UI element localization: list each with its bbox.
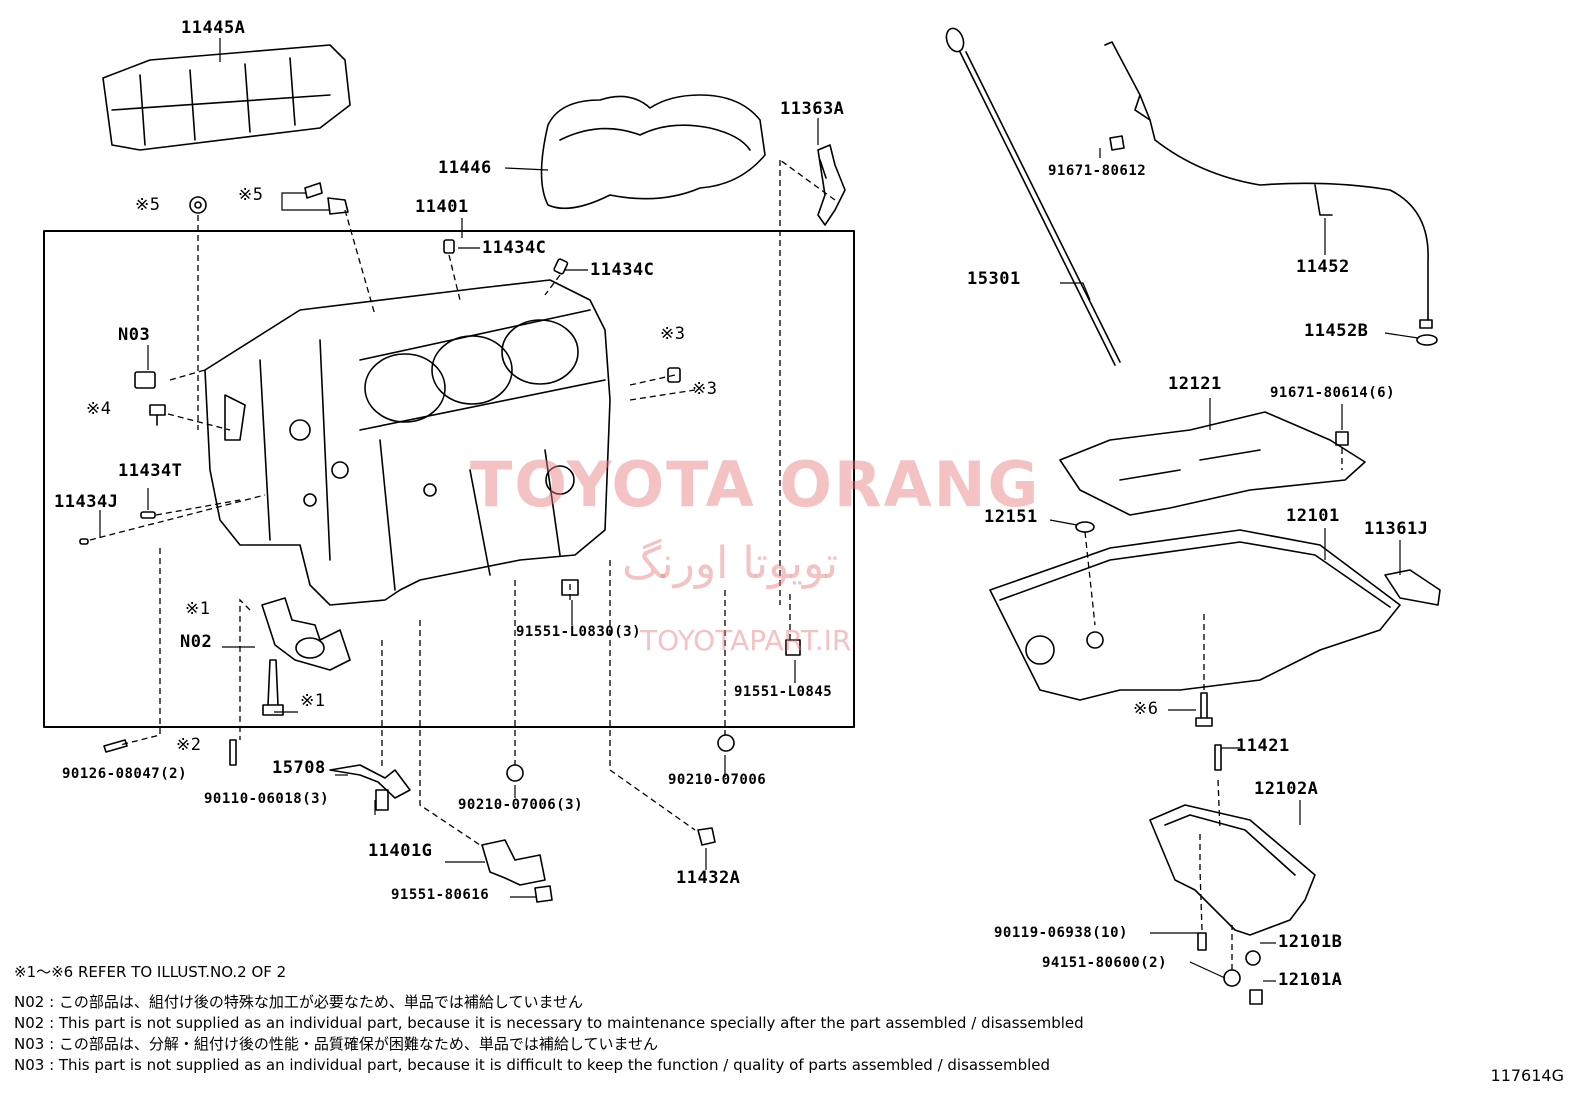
label-n03: N03 bbox=[118, 325, 151, 345]
bolt-91551-80616-shape bbox=[534, 885, 553, 903]
label-ref5-fitting: ※5 bbox=[238, 185, 264, 205]
label-15708: 15708 bbox=[272, 758, 326, 778]
label-11401: 11401 bbox=[415, 197, 469, 217]
baffle-12121-shape bbox=[1059, 411, 1366, 516]
bolt-ref6-shape bbox=[1195, 692, 1213, 727]
label-ref3-pin: ※3 bbox=[660, 324, 686, 344]
watermark-persian: تویوتا اورنگ bbox=[622, 538, 838, 589]
sensor-n03-shape bbox=[134, 371, 156, 389]
bolt-91671-80612-shape bbox=[1109, 135, 1125, 151]
bolt-ref4-shape bbox=[149, 404, 166, 426]
gasket-12101b-shape bbox=[1245, 950, 1261, 966]
pin-ref3-shape bbox=[667, 367, 681, 383]
oil-pan-12101-shape bbox=[989, 529, 1401, 701]
bolt-ref1-shape bbox=[262, 659, 284, 716]
plug-11432a-shape bbox=[697, 827, 716, 846]
label-90110-06018: 90110-06018(3) bbox=[204, 791, 330, 807]
label-94151-80600: 94151-80600(2) bbox=[1042, 955, 1168, 971]
stud-11421-shape bbox=[1214, 744, 1222, 771]
washer-ref5 bbox=[189, 196, 207, 214]
label-ref2: ※2 bbox=[176, 735, 202, 755]
note-n03-ja: N03 : この部品は、分解・組付け後の性能・品質確保が困難なため、単品では補給… bbox=[14, 1035, 659, 1053]
label-12151: 12151 bbox=[984, 507, 1038, 527]
pin-11434c-1 bbox=[443, 239, 455, 254]
dipstick-15301-shape bbox=[945, 27, 1121, 366]
label-91551-l0830: 91551-L0830(3) bbox=[516, 624, 642, 640]
label-ref4: ※4 bbox=[86, 399, 112, 419]
label-12101b: 12101B bbox=[1278, 932, 1343, 952]
label-11432a: 11432A bbox=[676, 868, 741, 888]
bolt-90119-shape bbox=[1197, 932, 1207, 951]
bolt-91551-l0830-shape bbox=[561, 579, 579, 596]
bracket-15708-shape bbox=[329, 764, 411, 799]
label-12101: 12101 bbox=[1286, 506, 1340, 526]
label-90210-07006: 90210-07006 bbox=[668, 772, 767, 788]
label-91551-80616: 91551-80616 bbox=[391, 887, 490, 903]
label-ref3-hole: ※3 bbox=[692, 379, 718, 399]
label-n02: N02 bbox=[180, 632, 213, 652]
label-11361j: 11361J bbox=[1364, 519, 1429, 539]
label-11434c-2: 11434C bbox=[590, 260, 655, 280]
label-11434c-1: 11434C bbox=[482, 238, 547, 258]
oring-12151-shape bbox=[1075, 521, 1095, 533]
label-90210-07006-3: 90210-07006(3) bbox=[458, 797, 584, 813]
fitting-ref5 bbox=[304, 182, 349, 215]
insulator-11446-shape bbox=[540, 94, 766, 210]
insulator-11445a-shape bbox=[102, 44, 351, 151]
label-11434j: 11434J bbox=[54, 492, 119, 512]
note-reference: ※1～※6 REFER TO ILLUST.NO.2 OF 2 bbox=[14, 963, 287, 981]
pin-11434j-shape bbox=[79, 538, 89, 545]
label-11452b: 11452B bbox=[1304, 321, 1369, 341]
pin-11434c-2 bbox=[553, 258, 569, 275]
label-91671-80612: 91671-80612 bbox=[1048, 163, 1147, 179]
note-n03-en: N03 : This part is not supplied as an in… bbox=[14, 1056, 1051, 1074]
label-11363a: 11363A bbox=[780, 99, 845, 119]
bolt-90110-shape bbox=[375, 789, 389, 811]
label-11452: 11452 bbox=[1296, 257, 1350, 277]
label-11445a: 11445A bbox=[181, 18, 246, 38]
washer-94151-shape bbox=[1223, 969, 1241, 987]
watermark-site: TOYOTAPART.IR bbox=[640, 624, 852, 657]
oil-pan-12102a-shape bbox=[1149, 804, 1316, 936]
dipstick-guide-11452-shape bbox=[1104, 41, 1433, 329]
label-11401g: 11401G bbox=[368, 841, 433, 861]
pin-11434t-shape bbox=[140, 511, 156, 519]
oring-11452b-shape bbox=[1416, 334, 1438, 346]
label-12121: 12121 bbox=[1168, 374, 1222, 394]
stud-ref2-shape bbox=[229, 739, 237, 766]
label-91671-80614: 91671-80614(6) bbox=[1270, 385, 1396, 401]
guide-lines bbox=[89, 159, 1343, 970]
label-12102a: 12102A bbox=[1254, 779, 1319, 799]
label-ref1-pin: ※1 bbox=[185, 599, 211, 619]
label-90126-08047: 90126-08047(2) bbox=[62, 766, 188, 782]
gasket-90210-shape bbox=[717, 734, 735, 752]
stud-90126-shape bbox=[103, 739, 128, 753]
note-n02-en: N02 : This part is not supplied as an in… bbox=[14, 1014, 1084, 1032]
bracket-11361j-shape bbox=[1384, 569, 1441, 606]
label-15301: 15301 bbox=[967, 269, 1021, 289]
label-90119-06938: 90119-06938(10) bbox=[994, 925, 1128, 941]
label-12101a: 12101A bbox=[1278, 970, 1343, 990]
gasket-90210-3-shape bbox=[506, 764, 524, 782]
note-n02-ja: N02 : この部品は、組付け後の特殊な加工が必要なため、単品では補給していませ… bbox=[14, 993, 584, 1011]
plug-12101a-shape bbox=[1249, 989, 1263, 1005]
bearing-cap-n02-shape bbox=[261, 597, 351, 671]
engine-block-frame bbox=[43, 230, 855, 728]
label-11434t: 11434T bbox=[118, 461, 183, 481]
plug-11401g-shape bbox=[481, 839, 546, 886]
label-11421: 11421 bbox=[1236, 736, 1290, 756]
bolt-91671-80614-shape bbox=[1335, 431, 1349, 446]
bolt-91551-l0845-shape bbox=[785, 639, 801, 656]
cylinder-block-shape bbox=[204, 279, 611, 606]
bracket-11363a-shape bbox=[817, 144, 846, 226]
label-11446: 11446 bbox=[438, 158, 492, 178]
illustration-code: 117614G bbox=[1490, 1066, 1564, 1085]
leader-lines bbox=[99, 38, 1419, 982]
label-ref5-washer: ※5 bbox=[135, 195, 161, 215]
label-ref6: ※6 bbox=[1133, 699, 1159, 719]
watermark-brand: TOYOTA ORANG bbox=[470, 448, 1041, 521]
label-ref1-bolt: ※1 bbox=[300, 691, 326, 711]
label-91551-l0845: 91551-L0845 bbox=[734, 684, 833, 700]
